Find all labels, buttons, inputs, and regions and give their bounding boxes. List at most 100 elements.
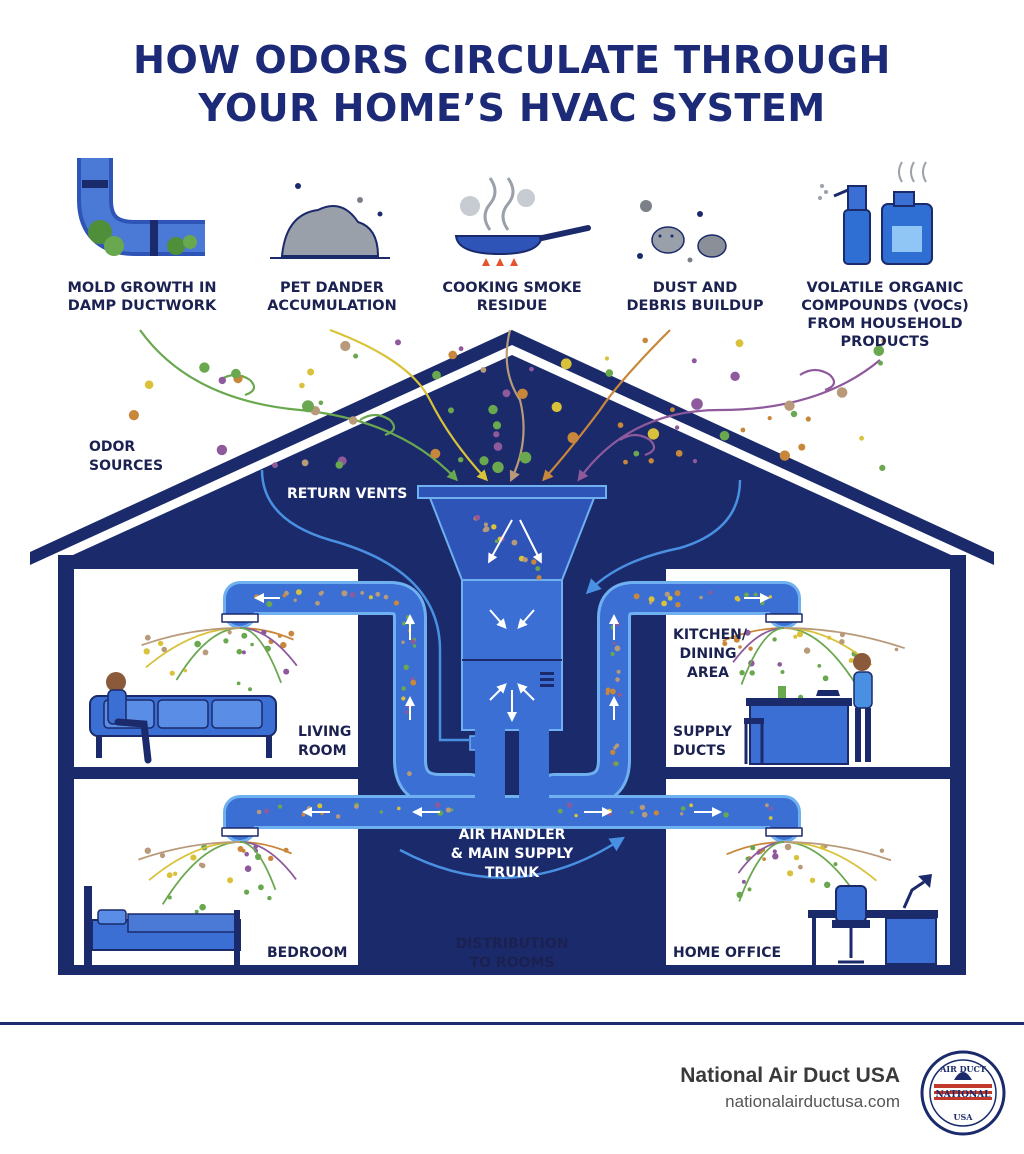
duct-particle [445,807,451,813]
odor-particle [647,428,660,440]
source-label-voc: VOLATILE ORGANIC COMPOUNDS (VOCs) FROM H… [790,279,980,351]
distribution-line-1: DISTRIBUTION [455,936,569,952]
duct-particle [535,566,541,571]
duct-particle [769,806,773,811]
duct-particle [383,594,389,600]
odor-particle [492,421,502,430]
odor-plume-dot [194,640,201,648]
duct-particle [574,813,578,818]
odor-plume-dot [161,646,167,653]
odor-plume-dot [199,903,206,911]
moldy-duct-icon [77,158,205,256]
odor-particle [674,425,680,430]
odor-particle [719,430,730,441]
company-seal-logo: AIR DUCT NATIONAL USA [920,1050,1006,1136]
odor-particle [767,416,772,421]
air-handler-label: AIR HANDLER & MAIN SUPPLY TRUNK [432,826,592,883]
odor-sources-label: ODOR SOURCES [89,438,163,476]
dust-debris-icon [637,200,727,263]
kitchen-line-2: DINING [679,646,737,662]
duct-particle [360,591,365,595]
seal-mid-text: NATIONAL [935,1090,991,1100]
title-line-2: YOUR HOME’S HVAC SYSTEM [198,86,826,130]
odor-particle [128,410,139,421]
odor-plume-dot [236,681,241,686]
odor-plume-dot [839,639,845,645]
odor-plume-dot [833,862,838,867]
odor-dots [128,337,887,473]
odor-plume-dot [248,687,252,692]
duct-particle [522,557,528,563]
duct-particle [744,592,749,598]
duct-particle [393,600,399,606]
duct-particle [605,691,610,696]
seal-bottom-text: USA [954,1112,974,1122]
duct-particle [379,810,383,814]
duct-particle [613,746,617,750]
odor-plume-dot [236,648,243,655]
odor-particle [879,464,886,471]
duct-particle [753,592,758,597]
odor-particle [878,360,883,366]
duct-particle [734,595,740,601]
odor-particle [735,339,744,348]
odor-plume-line [740,627,785,685]
odor-particle [648,458,654,464]
odor-plume-dot [157,640,164,647]
living-room-line-1: LIVING [298,724,352,740]
odor-plume-dot [772,849,777,854]
odor-particle [395,339,401,346]
source-voc-line-1: VOLATILE ORGANIC [806,280,964,296]
odor-plume-dot [169,670,175,676]
odor-particle [517,388,528,399]
duct-particle [648,596,655,603]
odor-sources-line-1: ODOR [89,439,136,455]
odor-particle [836,387,848,398]
odor-particle [480,367,487,373]
odor-particle [567,432,579,444]
source-label-cooking: COOKING SMOKE RESIDUE [432,279,592,315]
brand-name: National Air Duct USA [680,1064,900,1087]
source-mold-line-2: DAMP DUCTWORK [67,298,217,314]
odor-plume-line [783,627,905,650]
odor-plume-dot [750,845,756,851]
odor-streams [139,328,881,482]
duct-particle [402,621,406,626]
kitchen-counter-with-person [744,653,873,765]
odor-plume-dot [772,637,777,642]
odor-plume-dot [839,632,845,638]
duct-particle [401,686,407,691]
odor-plume-dot [143,648,150,655]
odor-particle [642,337,648,344]
odor-plume-dot [756,851,760,855]
duct-particle [689,803,693,808]
odor-plume-dot [255,853,262,860]
odor-plume-dot [227,630,232,635]
duct-particle [403,664,409,670]
kitchen-line-3: AREA [686,665,729,681]
odor-particle [448,407,454,414]
odor-particle [529,366,534,372]
odor-plume-dot [824,881,831,888]
source-dander-line-1: PET DANDER [280,280,384,296]
odor-plume-dot [159,852,166,859]
odor-plume-line [138,841,241,861]
duct-particle [511,539,518,546]
odor-particle [859,435,864,441]
duct-particle [610,651,615,657]
odor-particle [691,398,703,410]
room-odor-plumes [138,627,905,917]
duct-particle [483,526,490,532]
brand-url: nationalairductusa.com [725,1092,900,1111]
odor-particle [458,346,464,352]
odor-plume-dot [784,843,792,851]
duct-particle [614,645,621,652]
duct-particle [760,600,765,606]
seal-top-text: AIR DUCT [939,1064,986,1074]
odor-particle [335,461,344,469]
supply-ducts-line-1: SUPPLY [673,724,732,740]
odor-particle [633,450,640,457]
odor-particle [730,371,740,381]
odor-particle [458,457,464,463]
duct-particle [335,814,341,819]
